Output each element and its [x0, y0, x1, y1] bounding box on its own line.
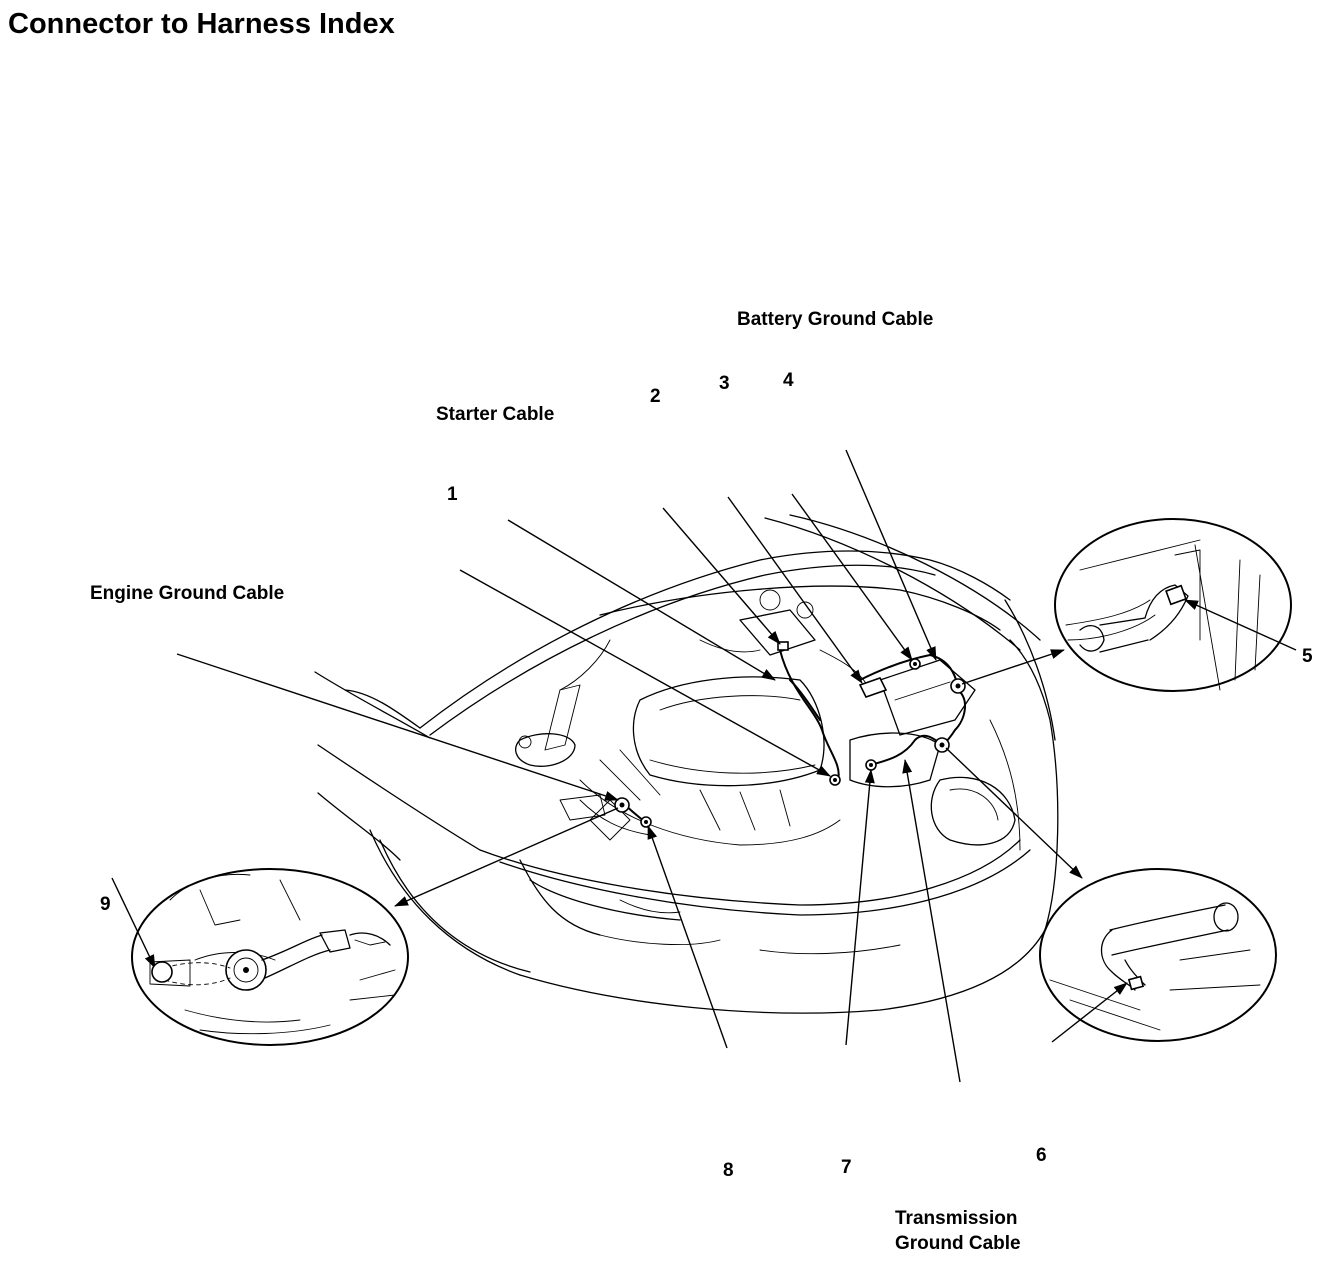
transmission-ground-cable-label-line1: Transmission [895, 1208, 1018, 1229]
callout-1: 1 [447, 484, 458, 505]
vehicle-body [314, 514, 1059, 1014]
leader-lines [111, 449, 1297, 1083]
callout-2: 2 [650, 386, 661, 407]
callout-5: 5 [1302, 646, 1313, 667]
page-title: Connector to Harness Index [8, 8, 395, 40]
callout-3: 3 [719, 373, 730, 394]
battery-ground-cable-label: Battery Ground Cable [737, 309, 934, 330]
detail-view-battery-ground [1054, 518, 1292, 692]
engine-ground-cable-label: Engine Ground Cable [90, 583, 285, 604]
ground-terminals [614, 641, 966, 828]
callout-6: 6 [1036, 1145, 1047, 1166]
callout-4: 4 [783, 370, 794, 391]
detail-view-engine-ground [131, 868, 409, 1046]
starter-cable-label: Starter Cable [436, 404, 555, 425]
detail-view-transmission-ground [1039, 868, 1277, 1042]
transmission-ground-cable-label-line2: Ground Cable [895, 1233, 1021, 1254]
cables [619, 649, 966, 823]
callout-8: 8 [723, 1160, 734, 1181]
callout-7: 7 [841, 1157, 852, 1178]
engine-compartment [515, 585, 1001, 846]
callout-9: 9 [100, 894, 111, 915]
